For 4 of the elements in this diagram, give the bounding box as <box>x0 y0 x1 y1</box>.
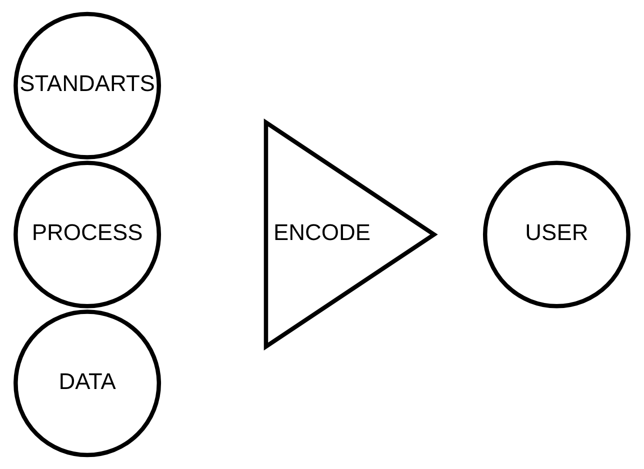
node-circle: DATA <box>14 310 162 458</box>
node-circle: STANDARTS <box>14 12 162 160</box>
node-circle: USER <box>482 160 630 308</box>
node-circle: PROCESS <box>14 160 162 308</box>
